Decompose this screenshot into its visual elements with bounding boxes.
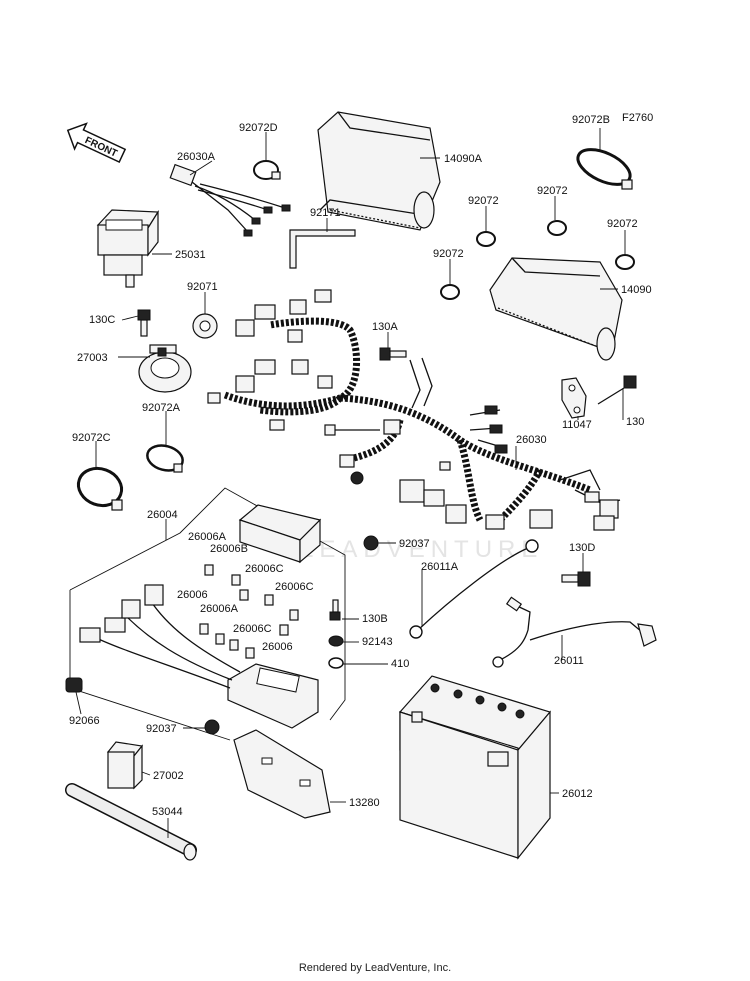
label-92072-d: 92072 xyxy=(433,248,464,260)
bracket-13280 xyxy=(233,729,331,819)
bolt-130b xyxy=(329,599,341,621)
label-26011a: 26011A xyxy=(421,561,459,573)
bolt-130d xyxy=(561,571,591,587)
clip-92037-b xyxy=(204,719,220,735)
label-14090: 14090 xyxy=(621,284,652,296)
tube-53044 xyxy=(65,783,197,861)
grommet-92066 xyxy=(65,677,83,693)
bolt-130 xyxy=(597,375,637,405)
bracket-92171 xyxy=(289,229,356,269)
nut-92143 xyxy=(328,635,344,647)
clamp-92072a xyxy=(146,444,184,473)
label-92072d: 92072D xyxy=(239,122,278,134)
washer-410 xyxy=(328,657,344,669)
label-26030: 26030 xyxy=(516,434,547,446)
label-130b: 130B xyxy=(362,613,388,625)
label-26006-b: 26006 xyxy=(262,641,293,653)
label-25031: 25031 xyxy=(175,249,206,261)
clip-92037-a xyxy=(363,535,379,551)
cover-14090 xyxy=(489,257,623,361)
sub-harness-26030a xyxy=(169,163,291,237)
label-26006a-b: 26006A xyxy=(200,603,239,615)
label-92072-a: 92072 xyxy=(537,185,568,197)
label-130c: 130C xyxy=(89,314,115,326)
label-27003: 27003 xyxy=(77,352,108,364)
horn-27003 xyxy=(138,344,192,393)
label-92066: 92066 xyxy=(69,715,100,727)
bolt-130c xyxy=(137,309,151,337)
relay-27002 xyxy=(106,741,144,790)
clamp-92072b xyxy=(576,148,633,190)
cover-14090a xyxy=(317,111,441,231)
label-26006c-b: 26006C xyxy=(275,581,314,593)
label-26004: 26004 xyxy=(147,509,178,521)
part-labels: 92072D 26030A 14090A 92072B 92072 92072 … xyxy=(69,114,652,818)
label-26006c-c: 26006C xyxy=(233,623,272,635)
label-130: 130 xyxy=(626,416,644,428)
label-11047: 11047 xyxy=(562,419,592,431)
label-26006a-a: 26006A xyxy=(188,531,227,543)
label-130d: 130D xyxy=(569,542,595,554)
label-92072a: 92072A xyxy=(142,402,181,414)
label-92171: 92171 xyxy=(310,207,341,219)
clamp-92072-d xyxy=(440,284,460,300)
battery-26012 xyxy=(398,675,552,860)
clamp-92072-c xyxy=(615,254,635,270)
label-130a: 130A xyxy=(372,321,398,333)
grommet-92071 xyxy=(192,313,218,339)
watermark-text: LEADVENTURE xyxy=(300,536,543,563)
label-26006-a: 26006 xyxy=(177,589,208,601)
main-harness-26030 xyxy=(207,289,621,531)
label-92072-b: 92072 xyxy=(468,195,499,207)
label-92037-a: 92037 xyxy=(399,538,430,550)
clamp-92072-a xyxy=(547,220,567,236)
label-92072c: 92072C xyxy=(72,432,111,444)
label-27002: 27002 xyxy=(153,770,184,782)
clamp-92072c xyxy=(76,466,124,511)
front-arrow-icon: FRONT xyxy=(66,122,127,164)
bracket-11047 xyxy=(561,377,587,419)
cable-26011 xyxy=(492,596,657,668)
label-26006c-a: 26006C xyxy=(245,563,284,575)
footer-credit: Rendered by LeadVenture, Inc. xyxy=(298,962,452,974)
label-92143: 92143 xyxy=(362,636,393,648)
label-14090a: 14090A xyxy=(444,153,483,165)
bolt-130a xyxy=(379,347,407,361)
leader-lines xyxy=(75,128,626,838)
label-53044: 53044 xyxy=(152,806,183,818)
label-92071: 92071 xyxy=(187,281,218,293)
label-410: 410 xyxy=(391,658,409,670)
label-13280: 13280 xyxy=(349,797,380,809)
switch-25031 xyxy=(96,209,160,288)
cable-26011a xyxy=(409,539,539,639)
junction-box-group-26004 xyxy=(69,487,346,741)
label-26011: 26011 xyxy=(554,655,584,667)
clamp-92072-b xyxy=(476,231,496,247)
figure-code: F2760 xyxy=(622,112,653,124)
clamp-92072d xyxy=(253,160,281,180)
label-92072b: 92072B xyxy=(572,114,610,126)
label-26030a: 26030A xyxy=(177,151,216,163)
label-26012: 26012 xyxy=(562,788,593,800)
label-26006b: 26006B xyxy=(210,543,248,555)
label-92072-c: 92072 xyxy=(607,218,638,230)
label-92037-b: 92037 xyxy=(146,723,177,735)
